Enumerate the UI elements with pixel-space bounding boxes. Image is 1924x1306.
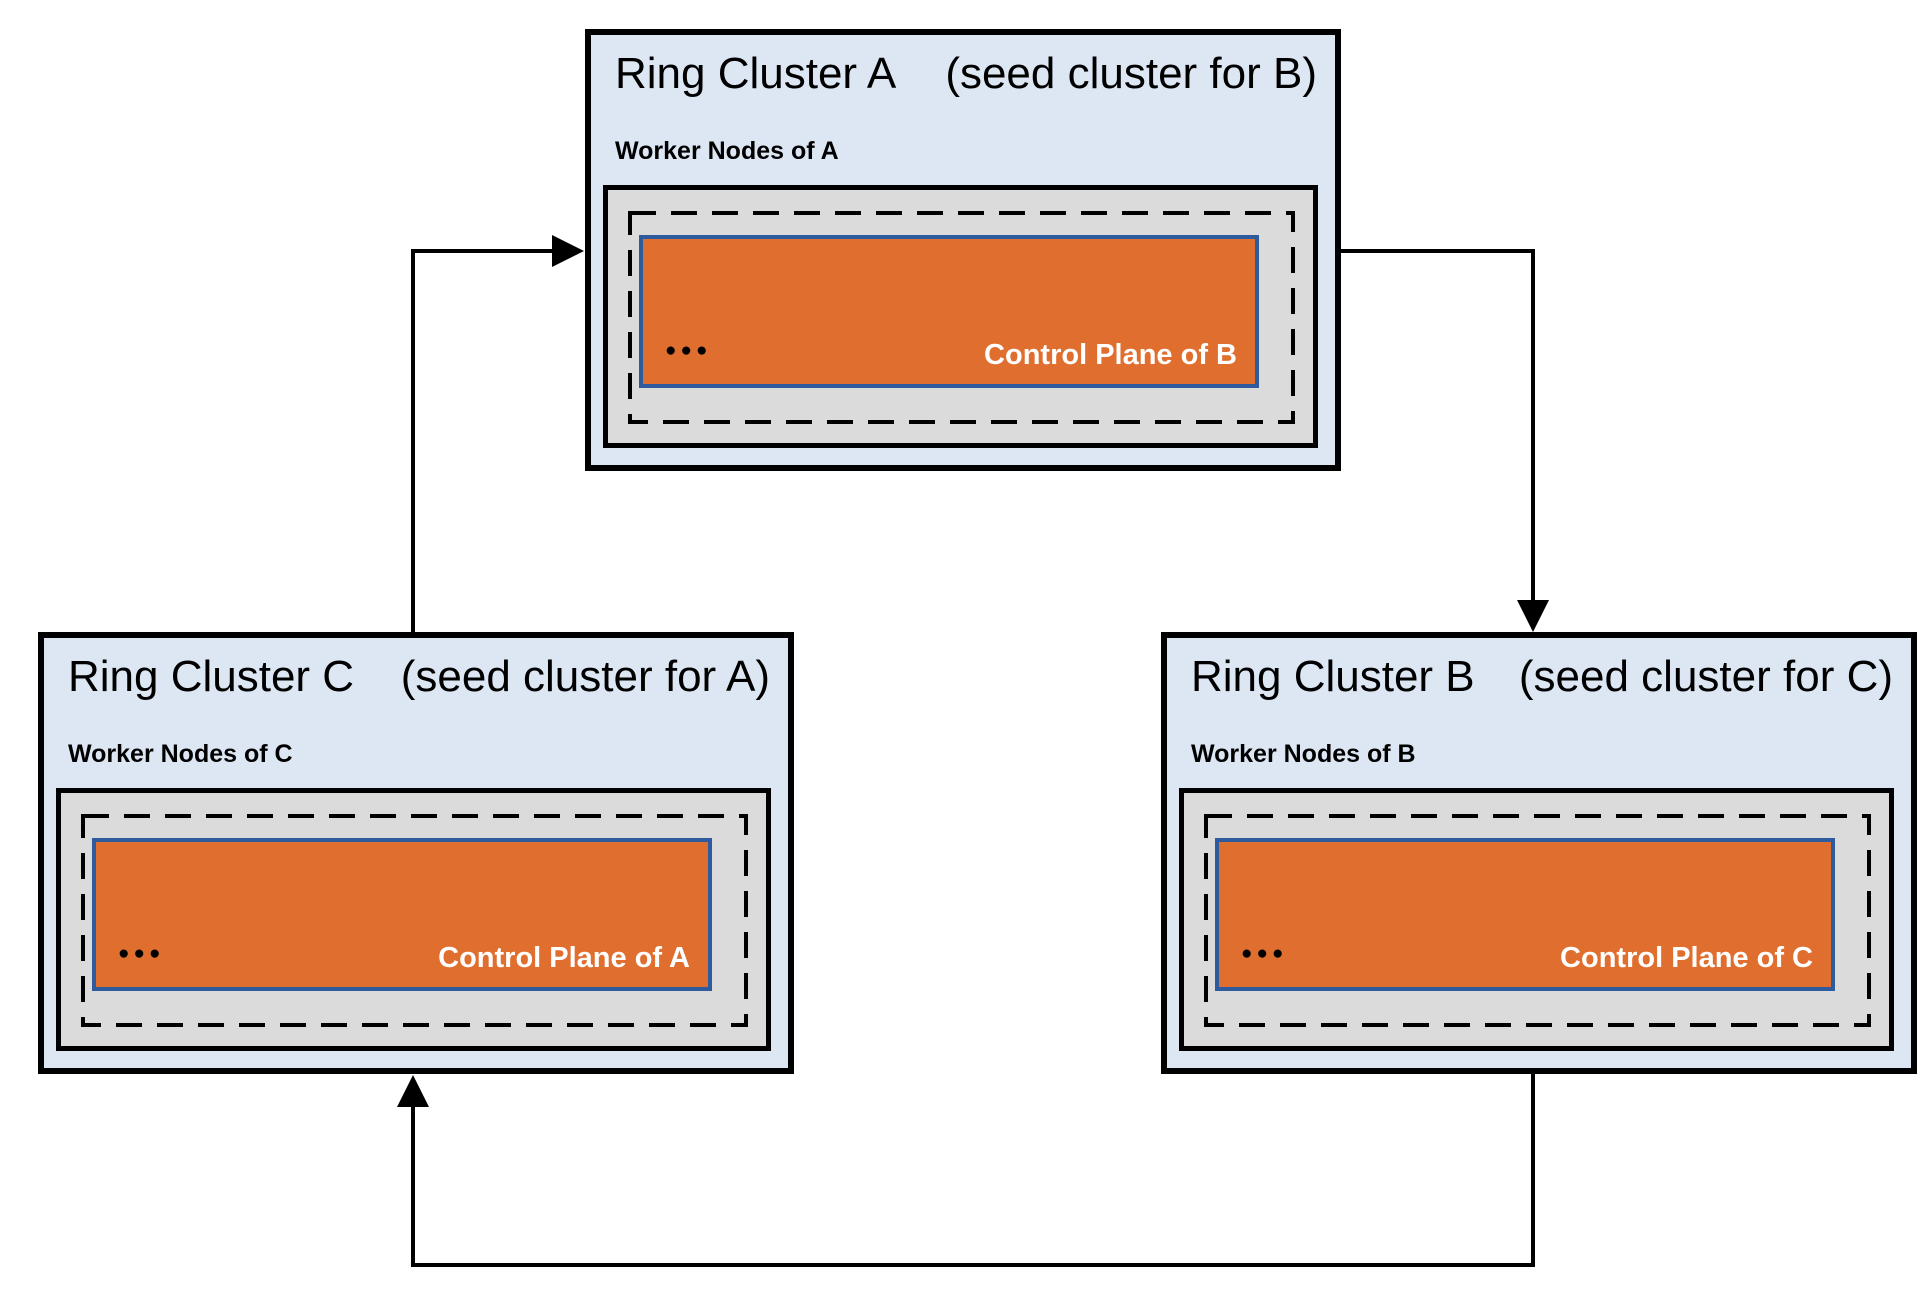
ring-cluster-a: Ring Cluster A (seed cluster for B) Work… — [585, 29, 1341, 471]
control-plane-box: ●●● Control Plane of A — [92, 838, 712, 991]
nodes-dashed-outline: ●●● Control Plane of B — [628, 211, 1295, 424]
ellipsis-icon: ●●● — [118, 943, 165, 964]
arrow-b-to-c — [397, 1074, 1535, 1267]
nodes-dashed-outline: ●●● Control Plane of C — [1204, 814, 1871, 1027]
ring-cluster-c: Ring Cluster C (seed cluster for A) Work… — [38, 632, 794, 1074]
worker-nodes-label: Worker Nodes of B — [1191, 740, 1416, 768]
control-plane-label: Control Plane of C — [1560, 942, 1813, 974]
dashed-rect-icon — [628, 211, 1295, 424]
ring-cluster-b: Ring Cluster B (seed cluster for C) Work… — [1161, 632, 1917, 1074]
cluster-name: Ring Cluster B — [1191, 652, 1475, 701]
control-plane-box: ●●● Control Plane of C — [1215, 838, 1835, 991]
cluster-title: Ring Cluster A (seed cluster for B) — [615, 49, 1317, 100]
worker-nodes-label: Worker Nodes of A — [615, 137, 839, 165]
cluster-name: Ring Cluster C — [68, 652, 355, 701]
worker-nodes-box: ●●● Control Plane of B — [603, 185, 1318, 448]
arrow-a-to-b — [1341, 249, 1549, 632]
nodes-dashed-outline: ●●● Control Plane of A — [81, 814, 748, 1027]
seed-note: (seed cluster for C) — [1518, 652, 1893, 701]
worker-nodes-box: ●●● Control Plane of A — [56, 788, 771, 1051]
arrow-c-to-a — [411, 235, 584, 632]
worker-nodes-label: Worker Nodes of C — [68, 740, 293, 768]
dashed-rect-icon — [81, 814, 748, 1027]
ellipsis-icon: ●●● — [1241, 943, 1288, 964]
ellipsis-icon: ●●● — [665, 340, 712, 361]
seed-note: (seed cluster for B) — [945, 49, 1317, 98]
cluster-title: Ring Cluster B (seed cluster for C) — [1191, 652, 1893, 703]
cluster-name: Ring Cluster A — [615, 49, 897, 98]
seed-note: (seed cluster for A) — [400, 652, 770, 701]
control-plane-label: Control Plane of A — [438, 942, 690, 974]
worker-nodes-box: ●●● Control Plane of C — [1179, 788, 1894, 1051]
control-plane-label: Control Plane of B — [984, 339, 1237, 371]
dashed-rect-icon — [1204, 814, 1871, 1027]
cluster-title: Ring Cluster C (seed cluster for A) — [68, 652, 770, 703]
control-plane-box: ●●● Control Plane of B — [639, 235, 1259, 388]
